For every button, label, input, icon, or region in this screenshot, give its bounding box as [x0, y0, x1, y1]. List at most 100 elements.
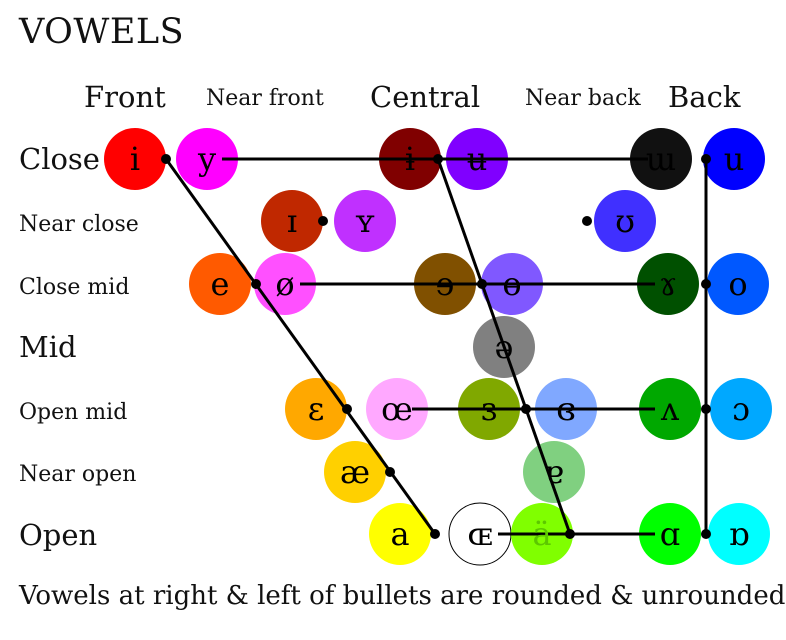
row-label-open-mid: Open mid — [19, 400, 128, 425]
vowel-open-24 — [369, 503, 431, 565]
vowel-symbol: e — [211, 265, 230, 303]
vowel-symbol: ɶ — [467, 515, 492, 553]
vowel-symbol: i — [130, 140, 140, 178]
vowel-circle — [523, 441, 585, 503]
vowel-close-1 — [176, 128, 238, 190]
vowel-open_mid-16 — [285, 378, 347, 440]
vowel-circle — [366, 378, 428, 440]
row-label-open: Open — [19, 518, 98, 552]
central-edge-line-2 — [480, 283, 528, 410]
row-label-near-close: Near close — [19, 212, 139, 237]
bullet-dot — [701, 279, 711, 289]
row-label-close-mid: Close mid — [19, 275, 130, 300]
vowel-symbol: ɯ — [646, 140, 676, 178]
vowel-circle — [707, 253, 769, 315]
vowel-symbol: ʉ — [467, 140, 488, 178]
vowel-circle — [708, 503, 770, 565]
vowel-circle — [324, 441, 386, 503]
vowel-circle — [176, 128, 238, 190]
bullet-dot — [701, 154, 711, 164]
bullet-dot — [565, 529, 575, 539]
footer-note: Vowels at right & left of bullets are ro… — [19, 581, 786, 611]
vowel-circle — [594, 190, 656, 252]
vowel-symbol: ɞ — [556, 390, 576, 428]
column-label-near-front: Near front — [206, 86, 324, 111]
vowel-near_close-6 — [261, 190, 323, 252]
vowel-symbol: y — [197, 140, 216, 178]
vowel-open_mid-21 — [710, 378, 772, 440]
vowel-open-28 — [708, 503, 770, 565]
vowel-symbol: ɜ — [481, 390, 497, 428]
vowel-close-0 — [104, 128, 166, 190]
vowel-circle — [369, 503, 431, 565]
bullet-dot — [251, 279, 261, 289]
row-label-close: Close — [19, 142, 100, 176]
vowel-symbol: ɘ — [436, 265, 455, 303]
bullet-dot — [318, 216, 328, 226]
bullet-dot — [701, 404, 711, 414]
vowel-symbol: u — [724, 140, 745, 178]
vowel-circle — [639, 378, 701, 440]
vowel-symbol: ə — [495, 328, 514, 366]
vowel-circle — [254, 253, 316, 315]
vowel-close-5 — [703, 128, 765, 190]
bullet-dot — [477, 279, 487, 289]
bullet-dot — [701, 529, 711, 539]
central-edge-line-3 — [524, 408, 572, 535]
bullet-dot — [342, 404, 352, 414]
chart-title: VOWELS — [19, 12, 185, 52]
bullet-dot — [582, 216, 592, 226]
vowel-open-27 — [639, 503, 701, 565]
vowel-symbol: ʌ — [660, 390, 679, 428]
vowel-circle — [637, 253, 699, 315]
column-label-central: Central — [370, 80, 481, 114]
vowel-near_close-8 — [594, 190, 656, 252]
bullet-dot — [433, 154, 443, 164]
vowel-open_mid-20 — [639, 378, 701, 440]
vowel-close_mid-9 — [189, 253, 251, 315]
vowel-circle — [261, 190, 323, 252]
bullet-dot — [521, 404, 531, 414]
vowel-near_open-23 — [523, 441, 585, 503]
bullet-dot — [430, 529, 440, 539]
vowel-symbol: ɪ — [287, 202, 297, 240]
vowel-near_open-22 — [324, 441, 386, 503]
vowel-circle — [703, 128, 765, 190]
bullet-dot — [161, 154, 171, 164]
column-label-back: Back — [668, 80, 741, 114]
vowel-symbol: ɤ — [659, 265, 677, 303]
vowel-symbol: ʊ — [615, 202, 635, 240]
column-label-front: Front — [84, 80, 166, 114]
vowel-circle — [104, 128, 166, 190]
vowel-symbol: ɛ — [308, 390, 325, 428]
vowel-symbol: œ — [381, 390, 413, 428]
vowel-symbol: ɑ — [660, 515, 680, 553]
vowel-symbol: ø — [275, 265, 294, 303]
vowel-open_mid-17 — [366, 378, 428, 440]
vowel-close_mid-10 — [254, 253, 316, 315]
row-label-near-open: Near open — [19, 462, 137, 487]
vowel-close_mid-14 — [707, 253, 769, 315]
vowel-circle — [334, 190, 396, 252]
vowel-close-4 — [630, 128, 692, 190]
vowel-symbol: ɵ — [502, 265, 521, 303]
row-label-mid: Mid — [19, 330, 77, 364]
vowel-symbol: ä — [532, 515, 551, 553]
vowel-near_close-7 — [334, 190, 396, 252]
vowel-symbol: æ — [340, 453, 370, 491]
vowel-circle — [285, 378, 347, 440]
column-label-near-back: Near back — [525, 86, 641, 111]
vowel-close_mid-13 — [637, 253, 699, 315]
vowel-circles — [104, 128, 772, 566]
vowel-symbol: ɒ — [729, 515, 749, 553]
bullet-dot — [385, 467, 395, 477]
vowel-circle — [639, 503, 701, 565]
central-edge-line-1 — [436, 158, 484, 285]
vowel-symbol: ɐ — [544, 453, 563, 491]
vowel-symbol: ɨ — [405, 140, 415, 178]
vowel-circle — [189, 253, 251, 315]
vowel-symbol: o — [728, 265, 747, 303]
vowel-circle — [710, 378, 772, 440]
vowel-symbol: ɔ — [732, 390, 750, 428]
